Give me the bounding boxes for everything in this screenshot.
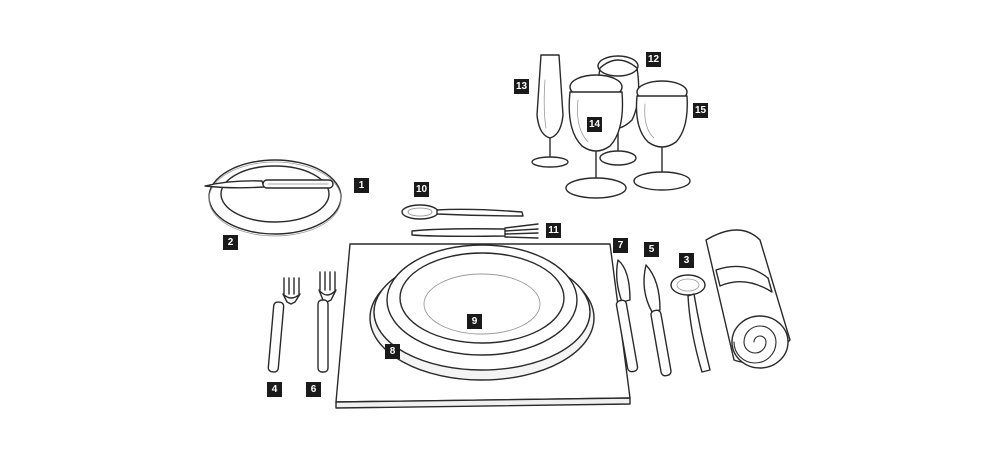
label-15: 15 [693,103,708,118]
label-8: 8 [385,344,400,359]
fish-fork-drawing [267,277,301,373]
label-2: 2 [223,235,238,250]
white-wine-glass-drawing [633,80,691,191]
label-3: 3 [679,253,694,268]
dinner-fork-drawing [317,271,337,373]
label-4: 4 [267,382,282,397]
bread-knife-drawing [204,179,334,189]
dinner-knife-drawing [615,259,639,373]
label-13: 13 [514,79,529,94]
label-9: 9 [467,314,482,329]
bread-plate-drawing [208,159,342,237]
label-1: 1 [354,178,369,193]
soup-plate-drawing [386,244,578,356]
label-6: 6 [306,382,321,397]
label-7: 7 [613,238,628,253]
soup-spoon-drawing [670,274,711,373]
label-12: 12 [646,52,661,67]
dessert-spoon-drawing [401,204,524,220]
dessert-fork-drawing [411,223,539,239]
rolled-napkin-drawing [705,229,791,369]
label-14: 14 [587,117,602,132]
champagne-flute-drawing [531,54,569,168]
label-5: 5 [644,242,659,257]
fish-knife-drawing [643,264,672,377]
red-wine-glass-drawing [565,74,627,199]
label-10: 10 [414,182,429,197]
label-11: 11 [546,223,561,238]
